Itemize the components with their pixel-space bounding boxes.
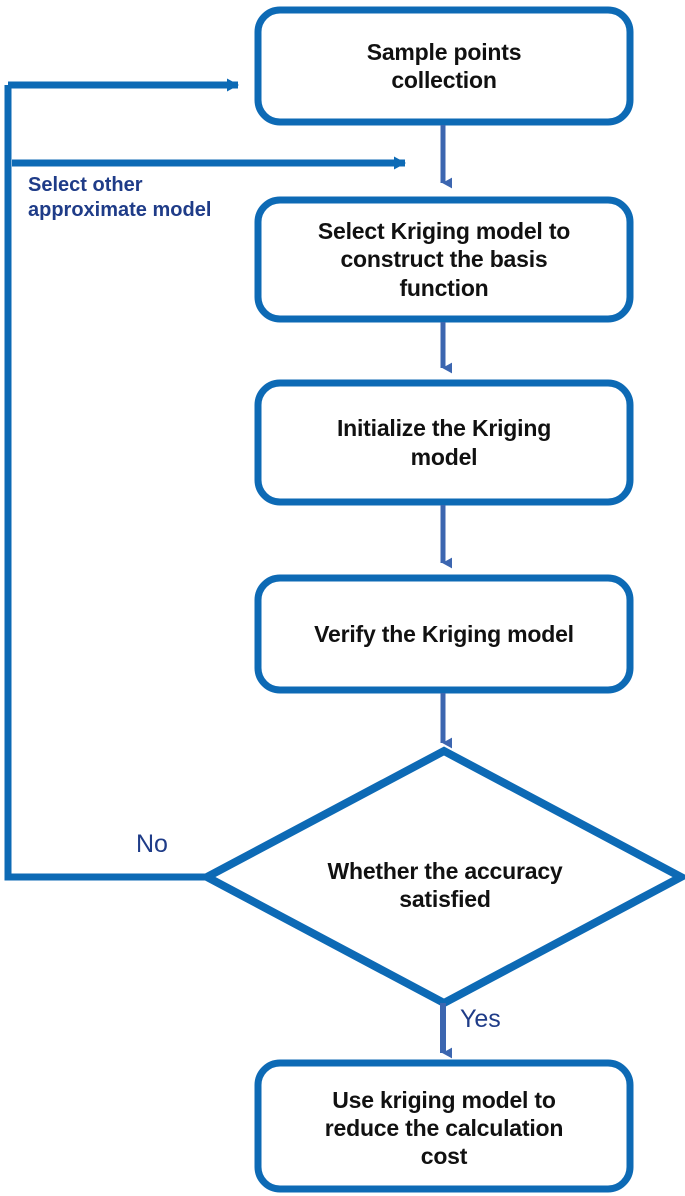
node-use-kriging-model bbox=[254, 1059, 634, 1193]
edge-label-no: No bbox=[136, 830, 168, 858]
connector-no-branch-trunk bbox=[4, 85, 207, 881]
edge-label-select-other-approximate-model: Select other approximate model bbox=[28, 174, 212, 221]
node-select-kriging-model bbox=[254, 196, 634, 323]
node-verify-kriging-model bbox=[254, 574, 634, 694]
node-initialize-kriging-model bbox=[254, 379, 634, 506]
edge-label-yes: Yes bbox=[460, 1005, 501, 1033]
node-sample-points-collection bbox=[254, 6, 634, 126]
node-accuracy-decision bbox=[198, 746, 685, 1008]
